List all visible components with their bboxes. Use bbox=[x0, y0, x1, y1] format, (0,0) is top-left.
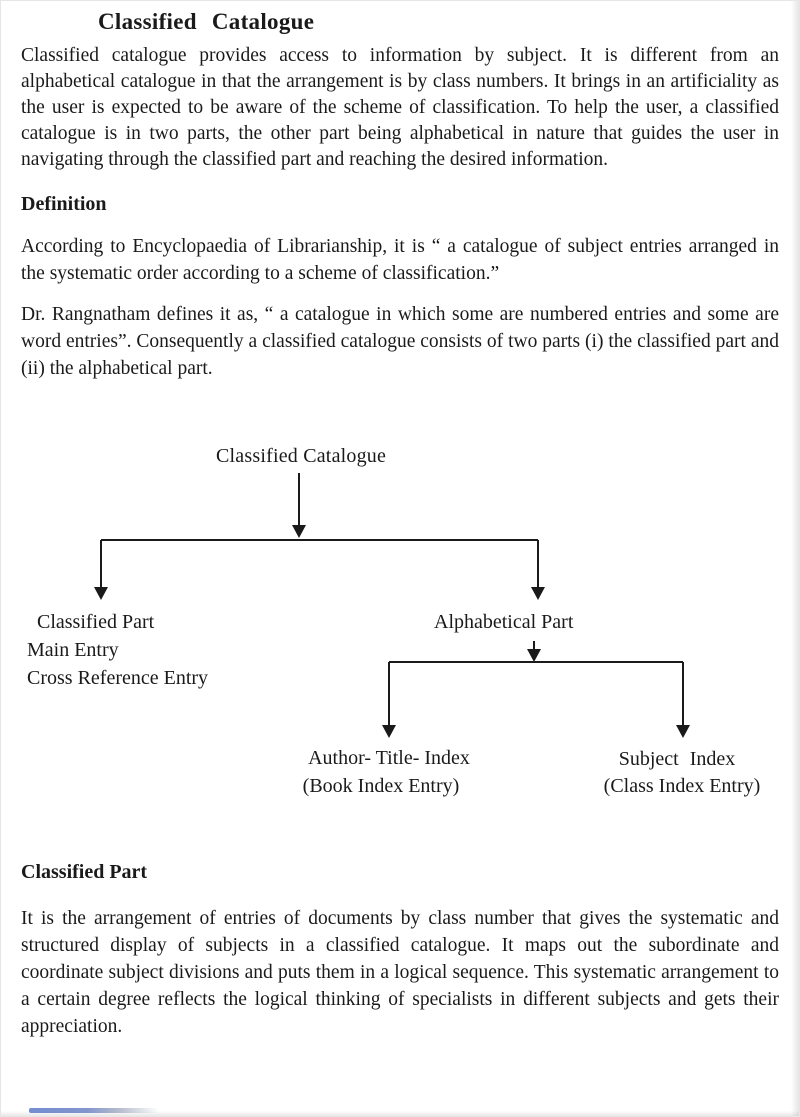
scan-artifact-blue-streak bbox=[29, 1108, 159, 1113]
arrowhead-left bbox=[94, 587, 108, 600]
diagram-classified-part-label: Classified Part bbox=[37, 611, 155, 633]
diagram-book-index-entry-label: (Book Index Entry) bbox=[302, 775, 460, 797]
diagram-author-title-index-label: Author- Title- Index bbox=[308, 747, 470, 769]
definition-heading: Definition bbox=[21, 193, 107, 215]
diagram-main-entry-label: Main Entry bbox=[27, 639, 119, 661]
definition-paragraph-1: According to Encyclopaedia of Librarians… bbox=[21, 236, 779, 284]
definition-paragraph-2: Dr. Rangnatham defines it as, “ a catalo… bbox=[21, 304, 779, 379]
diagram-subject-index-label: Subject Index bbox=[618, 748, 736, 770]
diagram-class-index-entry-label: (Class Index Entry) bbox=[603, 775, 761, 797]
arrowhead-root bbox=[292, 525, 306, 538]
diagram-root-label: Classified Catalogue bbox=[216, 445, 387, 467]
arrowhead-subright bbox=[676, 725, 690, 738]
diagram-cross-reference-entry-label: Cross Reference Entry bbox=[27, 667, 209, 689]
classified-part-paragraph: It is the arrangement of entries of docu… bbox=[21, 908, 779, 1037]
classified-catalogue-diagram: Classified Catalogue Classified Part Mai… bbox=[1, 437, 799, 807]
arrowhead-right bbox=[531, 587, 545, 600]
page-title: Classified Catalogue bbox=[98, 9, 315, 34]
diagram-alphabetical-part-label: Alphabetical Part bbox=[434, 611, 574, 633]
arrowhead-subleft bbox=[382, 725, 396, 738]
arrowhead-alpha bbox=[527, 649, 541, 662]
classified-part-heading: Classified Part bbox=[21, 861, 148, 883]
intro-paragraph: Classified catalogue provides access to … bbox=[21, 45, 779, 170]
scan-edge-bottom bbox=[1, 1111, 799, 1116]
diagram-connector-lines bbox=[94, 473, 690, 738]
